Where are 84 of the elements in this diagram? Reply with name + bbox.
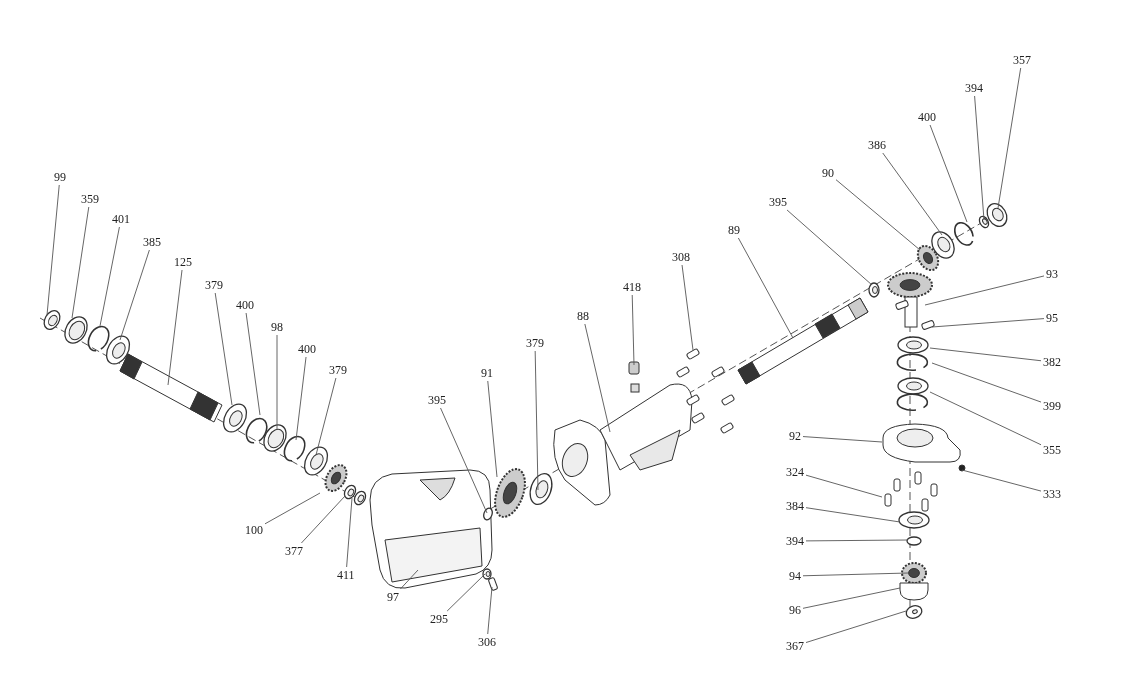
leader-line — [71, 206, 90, 319]
callout-number: 386 — [868, 138, 886, 152]
callout-number: 97 — [387, 590, 399, 604]
callout-number: 359 — [81, 192, 99, 206]
callout-number: 308 — [672, 250, 690, 264]
leader-line — [99, 226, 120, 327]
leader-line — [974, 95, 985, 221]
leader-line — [931, 318, 1045, 328]
leader-line — [245, 312, 261, 416]
leader-line — [214, 292, 233, 406]
callout-number: 367 — [786, 639, 804, 653]
leader-line — [681, 264, 694, 351]
leader-line — [487, 586, 493, 635]
callout-number: 324 — [786, 465, 804, 479]
leader-line — [346, 497, 353, 568]
leader-line — [802, 436, 883, 443]
callout-number: 94 — [789, 569, 801, 583]
leader-line — [805, 507, 901, 523]
callout-number: 93 — [1046, 267, 1058, 281]
callout-number: 355 — [1043, 443, 1061, 457]
callout-number: 377 — [285, 544, 303, 558]
leader-line — [167, 269, 183, 386]
callout-number: 98 — [271, 320, 283, 334]
leader-line — [786, 209, 873, 286]
leader-line — [805, 474, 883, 498]
leader-line — [534, 350, 539, 491]
leader-line — [802, 587, 901, 609]
callout-number: 395 — [428, 393, 446, 407]
leader-line — [446, 573, 486, 612]
leader-line — [264, 492, 321, 525]
leader-line — [584, 323, 611, 433]
callout-number: 91 — [481, 366, 493, 380]
callout-number: 88 — [577, 309, 589, 323]
leader-line — [300, 495, 346, 544]
callout-number: 379 — [205, 278, 223, 292]
callout-number: 394 — [786, 534, 804, 548]
callout-number: 295 — [430, 612, 448, 626]
leader-line — [802, 572, 909, 577]
callout-number: 357 — [1013, 53, 1031, 67]
callout-number: 411 — [337, 568, 355, 582]
callout-number: 95 — [1046, 311, 1058, 325]
callout-number: 100 — [245, 523, 263, 537]
leader-line — [929, 391, 1042, 446]
callout-number: 400 — [918, 110, 936, 124]
callout-number: 418 — [623, 280, 641, 294]
leader-line — [119, 249, 150, 341]
callout-number: 394 — [965, 81, 983, 95]
leader-line — [631, 294, 635, 366]
callout-number: 401 — [112, 212, 130, 226]
leader-line — [440, 407, 488, 514]
leader-line — [276, 334, 278, 431]
callout-number: 385 — [143, 235, 161, 249]
callout-number: 125 — [174, 255, 192, 269]
callout-number: 306 — [478, 635, 496, 649]
callout-number: 379 — [329, 363, 347, 377]
callout-number: 400 — [236, 298, 254, 312]
leader-line — [961, 469, 1042, 492]
callout-number: 96 — [789, 603, 801, 617]
callout-number: 384 — [786, 499, 804, 513]
callout-number: 333 — [1043, 487, 1061, 501]
callout-number: 99 — [54, 170, 66, 184]
callout-number: 399 — [1043, 399, 1061, 413]
leader-line — [805, 610, 907, 643]
leader-line — [924, 275, 1045, 306]
leader-line — [737, 237, 794, 339]
callout-number: 89 — [728, 223, 740, 237]
leader-line — [46, 184, 60, 316]
leader-line — [805, 539, 909, 542]
callout-number: 382 — [1043, 355, 1061, 369]
leader-line — [295, 356, 307, 441]
leader-line — [487, 380, 498, 478]
leader-line — [835, 179, 921, 251]
leader-line — [997, 67, 1022, 209]
leader-line — [882, 152, 943, 236]
callout-number: 90 — [822, 166, 834, 180]
leader-line — [929, 124, 968, 223]
leader-line — [315, 377, 337, 456]
leader-line — [929, 347, 1042, 362]
callout-number: 400 — [298, 342, 316, 356]
callout-number: 92 — [789, 429, 801, 443]
callout-number: 395 — [769, 195, 787, 209]
leader-line — [931, 362, 1042, 403]
leader-line — [399, 569, 419, 590]
callout-number: 379 — [526, 336, 544, 350]
